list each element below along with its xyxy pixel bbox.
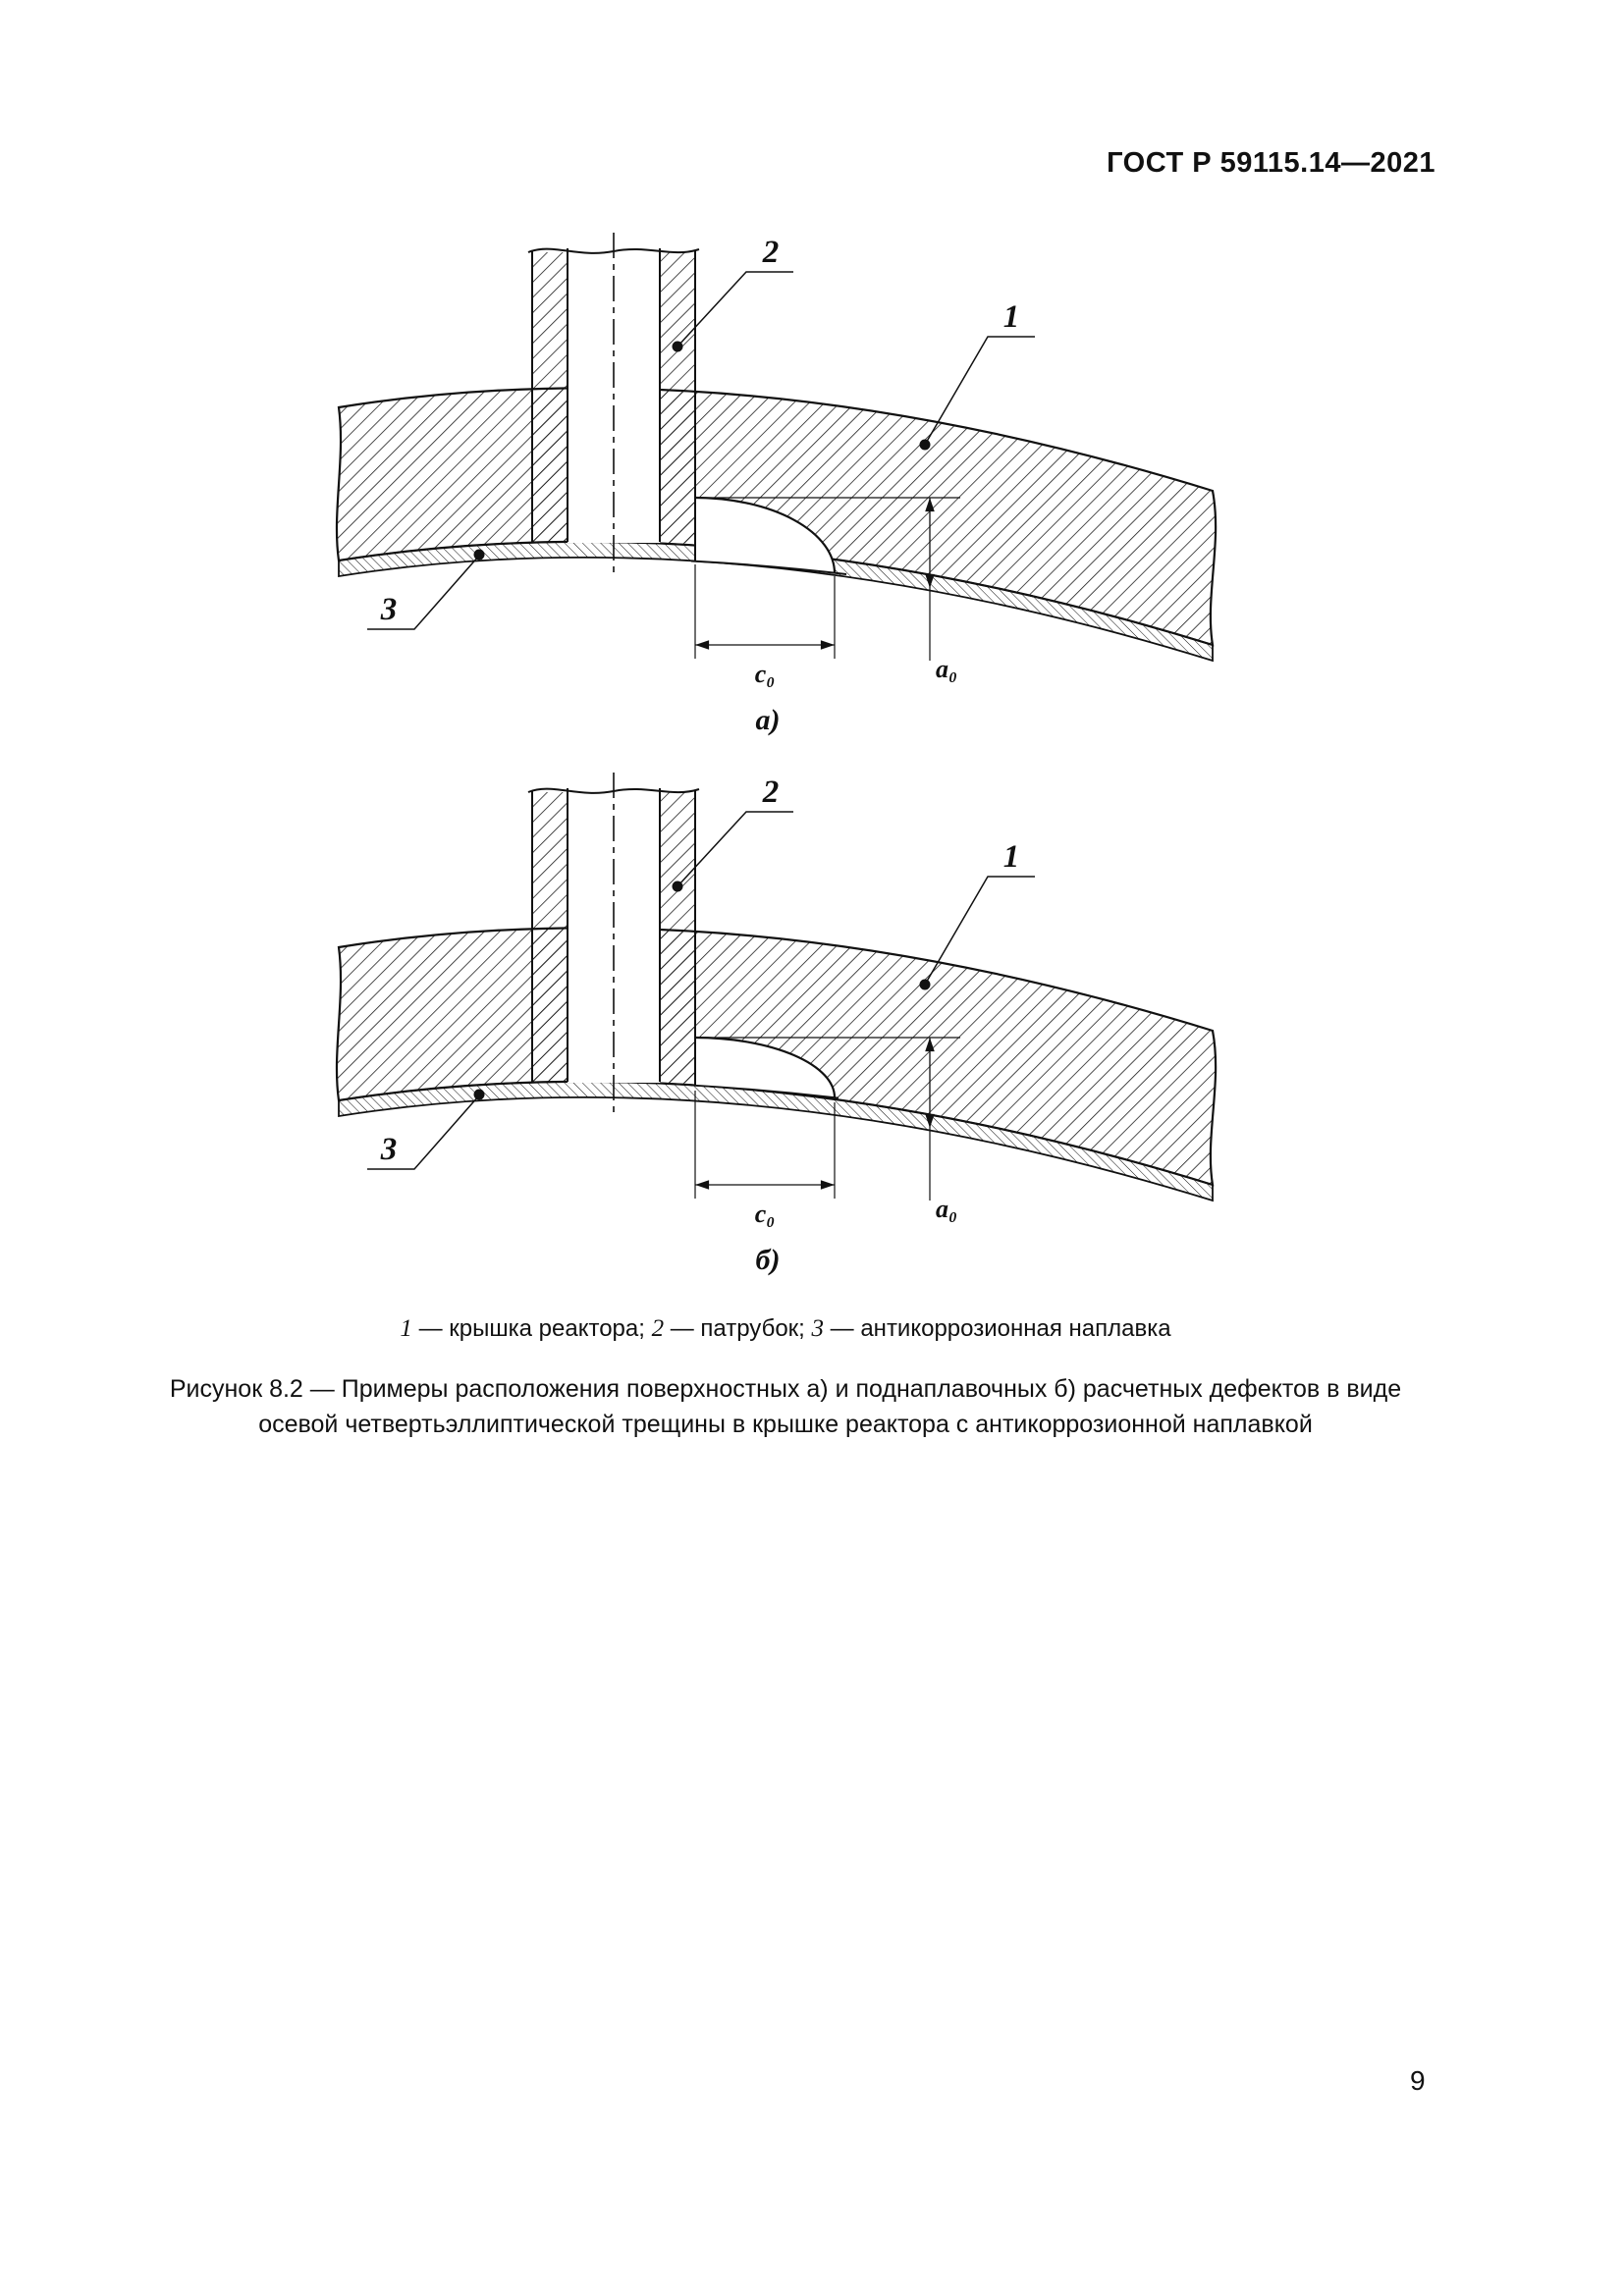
- cladding-top-line: [690, 1084, 839, 1099]
- callout-2-label: 2: [762, 235, 780, 270]
- callout-3-dot: [473, 1089, 485, 1100]
- callout-3-leader: [367, 1095, 480, 1170]
- callout-1-dot: [919, 979, 931, 990]
- legend-num-nozzle: 2: [651, 1315, 665, 1342]
- callout-3-leader: [367, 555, 480, 630]
- figure-a-diagram: c₀ a₀ 2 1 3 а): [335, 233, 1218, 736]
- callout-1-label: 1: [1003, 839, 1020, 875]
- callout-1-dot: [919, 439, 931, 451]
- callout-1-leader: [924, 336, 1035, 446]
- nozzle-wall-right: [660, 252, 695, 543]
- figure-b-diagram: c₀ a₀ 2 1 3 б): [335, 773, 1218, 1276]
- dimension-c0-label: c₀: [755, 660, 776, 688]
- crack-front-arc: [694, 1036, 837, 1098]
- callout-2-leader: [677, 811, 793, 887]
- callout-2-label: 2: [762, 774, 780, 810]
- page-number: 9: [1410, 2065, 1426, 2096]
- figure-caption-line2: осевой четвертьэллиптической трещины в к…: [258, 1411, 1313, 1438]
- crack-region: [695, 498, 835, 573]
- nozzle-wall-left: [532, 792, 568, 1083]
- figure-caption-line1: Рисунок 8.2 — Примеры расположения повер…: [169, 1375, 1402, 1403]
- legend-num-cladding: 3: [811, 1315, 825, 1342]
- crack-region: [695, 1038, 835, 1097]
- figure-caption: Рисунок 8.2 — Примеры расположения повер…: [59, 1371, 1512, 1442]
- callout-2-dot: [672, 341, 683, 352]
- callout-1-leader: [924, 876, 1035, 986]
- legend-desc-cover: — крышка реактора;: [411, 1315, 652, 1342]
- nozzle-wall-edges: [531, 248, 696, 561]
- legend-desc-cladding: — антикоррозионная наплавка: [824, 1315, 1171, 1342]
- legend-num-cover: 1: [400, 1315, 412, 1342]
- callout-3-label: 3: [380, 592, 398, 627]
- inner-surface-line: [690, 560, 847, 575]
- crack-front-arc: [694, 496, 837, 574]
- callout-1-label: 1: [1003, 299, 1020, 335]
- subfigure-b-label: б): [756, 1244, 781, 1276]
- subfigure-a-label: а): [756, 704, 781, 736]
- callout-3-label: 3: [380, 1132, 398, 1167]
- callout-2-dot: [672, 881, 683, 892]
- dimension-a0-label: a₀: [936, 655, 957, 683]
- gost-standard-number: ГОСТ Р 59115.14—2021: [1107, 147, 1435, 179]
- nozzle-wall-left: [532, 252, 568, 543]
- dimension-a0-label: a₀: [936, 1195, 957, 1223]
- figure-legend: 1 — крышка реактора; 2 — патрубок; 3 — а…: [59, 1315, 1512, 1343]
- nozzle-wall-edges: [531, 788, 696, 1086]
- callout-3-dot: [473, 549, 485, 561]
- callout-2-leader: [677, 271, 793, 347]
- legend-desc-nozzle: — патрубок;: [664, 1315, 812, 1342]
- dimension-c0-label: c₀: [755, 1200, 776, 1228]
- nozzle-wall-right: [660, 792, 695, 1083]
